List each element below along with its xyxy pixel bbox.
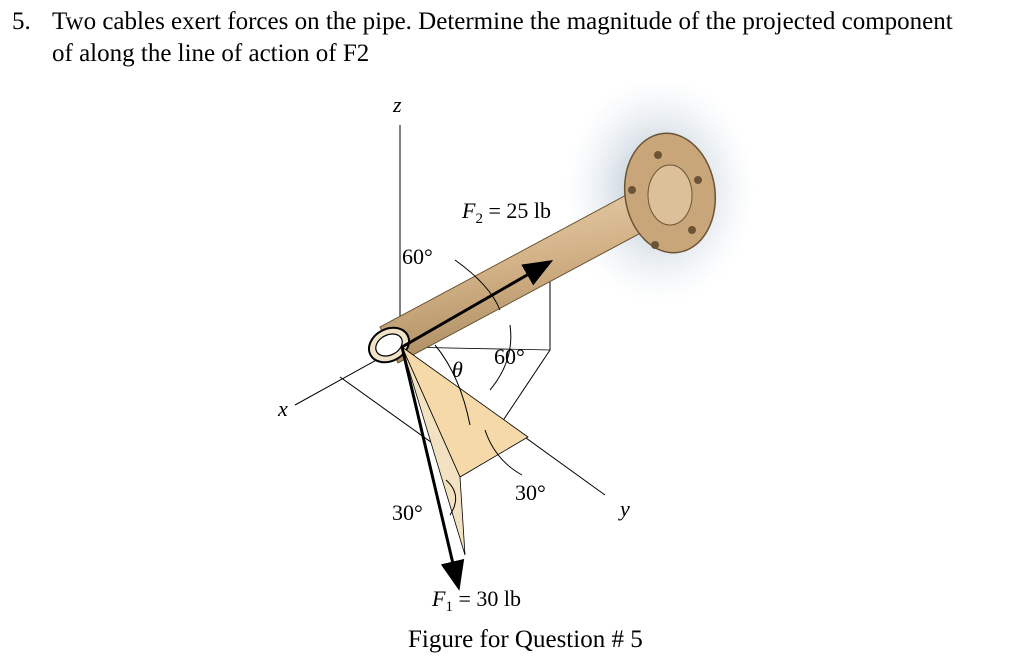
bolt (688, 226, 696, 234)
arc-60-mid (489, 324, 512, 391)
f2-arrow (401, 260, 554, 349)
question-line-2: of along the line of action of F2 (52, 40, 370, 67)
pipe-force-figure (294, 85, 755, 591)
f1-arrow (400, 346, 465, 591)
z-axis-label: z (393, 92, 402, 117)
question-number: 5. (12, 8, 31, 35)
angle-30-right: 30° (515, 480, 546, 505)
angle-30-left: 30° (392, 500, 423, 525)
pipe-end-inner (375, 333, 403, 357)
x-axis-label: x (278, 396, 288, 421)
flange-hub (647, 164, 693, 226)
bolt (654, 151, 662, 159)
arc-30-left (445, 479, 457, 516)
f1-plane-lower (401, 346, 466, 556)
question-line-1: Two cables exert forces on the pipe. Det… (52, 8, 953, 35)
angle-theta: θ (452, 357, 463, 382)
arc-60-top (454, 259, 501, 311)
f1-label: F1 = 30 lb (432, 586, 521, 615)
bolt (628, 186, 636, 194)
arc-30-right (484, 429, 523, 476)
f2-label: F2 = 25 lb (462, 198, 551, 227)
bolt (651, 241, 659, 249)
y-axis-label: y (620, 496, 630, 521)
angle-60-top: 60° (402, 244, 433, 269)
bolt (694, 176, 702, 184)
angle-60-mid: 60° (494, 344, 525, 369)
figure-caption: Figure for Question # 5 (408, 626, 643, 653)
construction-box (339, 260, 551, 471)
arc-theta (434, 344, 471, 426)
